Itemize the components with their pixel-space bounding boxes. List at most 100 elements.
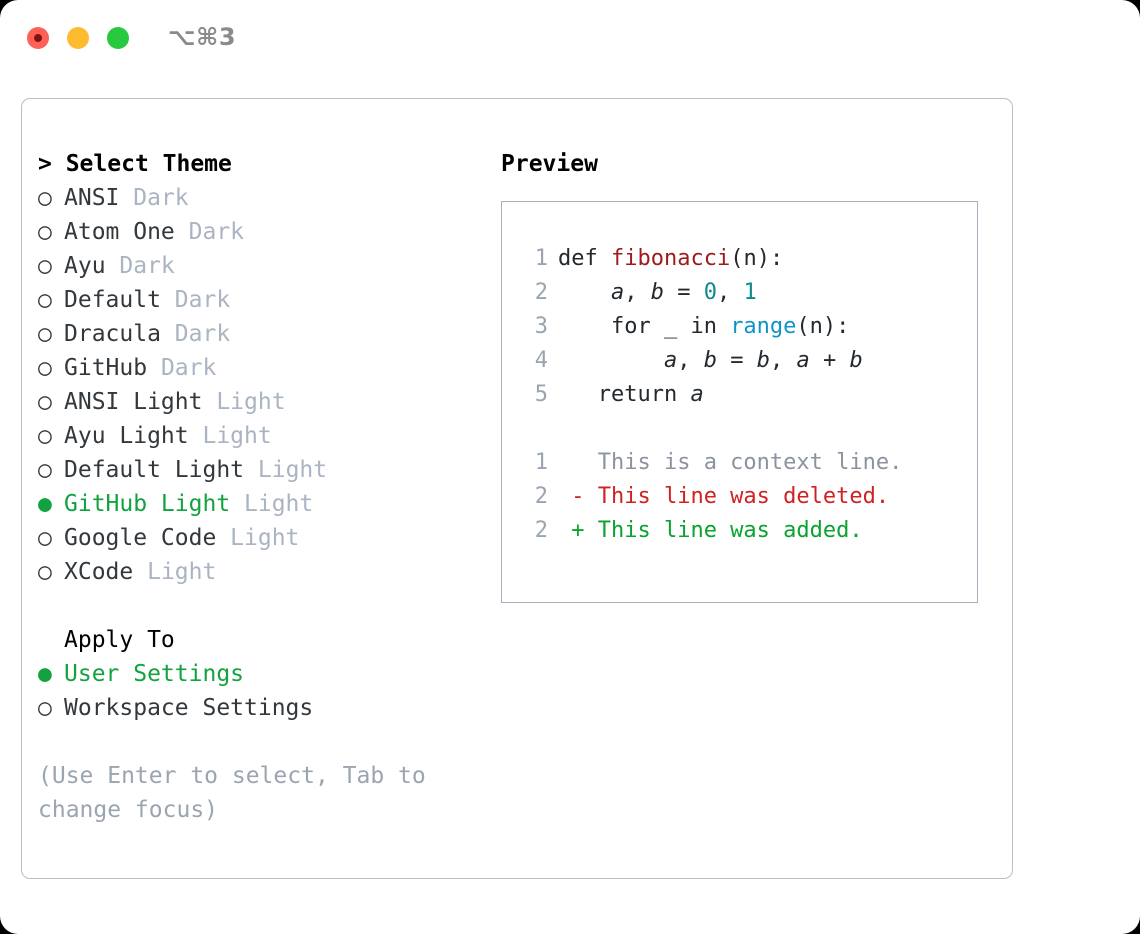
apply-to-heading: Apply To <box>64 627 175 653</box>
caret-prompt-icon: > <box>38 151 66 177</box>
theme-option-ansi[interactable]: ○ANSI Dark <box>38 181 478 215</box>
code-token-fn: fibonacci <box>610 246 731 271</box>
radio-unselected-icon: ○ <box>38 695 52 721</box>
theme-option-label: Dracula <box>64 321 175 347</box>
theme-option-label: ANSI <box>64 185 134 211</box>
theme-option-ayu-light[interactable]: ○ Ayu Light Light <box>38 419 478 453</box>
theme-option-ayu[interactable]: ○ Ayu Dark <box>38 249 478 283</box>
list-spacer <box>38 589 478 623</box>
code-token-plain: , <box>716 280 744 305</box>
radio-selected-icon: ● <box>38 491 52 517</box>
code-token-plain: , <box>677 348 704 373</box>
theme-option-label: Ayu Light <box>64 423 203 449</box>
theme-option-tag: Light <box>230 525 300 551</box>
diff-line-added: 2 + This line was added. <box>520 514 977 548</box>
code-token-var: a <box>610 280 625 305</box>
code-token-plain <box>558 348 664 373</box>
diff-line-content: This is a context line. <box>558 450 903 475</box>
code-line: 5 return a <box>520 378 977 412</box>
code-token-num: 0 <box>703 280 717 305</box>
code-sample: 1 def fibonacci(n):2 a, b = 0, 1 3 for _ i… <box>520 242 977 412</box>
code-token-plain: (n): <box>730 246 784 271</box>
line-number: 4 <box>534 348 548 373</box>
diff-line-deleted: 2 - This line was deleted. <box>520 480 977 514</box>
code-token-plain: , <box>769 348 797 373</box>
radio-unselected-icon: ○ <box>38 389 52 415</box>
keyboard-shortcut-label: ⌥⌘3 <box>168 23 237 51</box>
code-token-plain: , <box>624 280 651 305</box>
page-title: > Select Theme <box>38 147 478 181</box>
theme-option-label: Ayu <box>64 253 120 279</box>
theme-option-github-light[interactable]: ●GitHub Light Light <box>38 487 478 521</box>
code-token-var: a <box>663 348 678 373</box>
close-window-button[interactable] <box>27 27 49 49</box>
radio-unselected-icon: ○ <box>38 253 52 279</box>
theme-option-tag: Dark <box>160 355 217 381</box>
code-token-var: b <box>849 348 863 373</box>
code-line-content: return a <box>548 382 704 407</box>
theme-option-tag: Dark <box>188 219 245 245</box>
radio-unselected-icon: ○ <box>38 287 52 313</box>
code-token-var: a <box>690 382 704 407</box>
theme-option-github[interactable]: ○GitHub Dark <box>38 351 478 385</box>
theme-option-tag: Light <box>216 389 286 415</box>
radio-unselected-icon: ○ <box>38 423 52 449</box>
code-line: 3 for _ in range(n): <box>520 310 977 344</box>
maximize-window-button[interactable] <box>107 27 129 49</box>
code-line-content: def fibonacci(n): <box>548 246 783 271</box>
line-number: 2 <box>534 280 548 305</box>
theme-option-google-code[interactable]: ○ Google Code Light <box>38 521 478 555</box>
theme-option-label: Default <box>64 287 175 313</box>
code-token-plain: (n): <box>796 314 850 339</box>
theme-option-xcode[interactable]: ○XCode Light <box>38 555 478 589</box>
apply-to-option-user-settings[interactable]: ● User Settings <box>38 657 478 691</box>
code-line-content: a, b = 0, 1 <box>548 280 757 305</box>
radio-unselected-icon: ○ <box>38 525 52 551</box>
code-token-var: a <box>796 348 810 373</box>
apply-to-list: ● User Settings ○Workspace Settings <box>38 657 478 725</box>
radio-unselected-icon: ○ <box>38 457 52 483</box>
theme-option-label: GitHub Light <box>64 491 245 517</box>
theme-option-default-light[interactable]: ○ Default Light Light <box>38 453 478 487</box>
theme-option-label: Google Code <box>64 525 231 551</box>
theme-option-ansi-light[interactable]: ○ANSI Light Light <box>38 385 478 419</box>
apply-to-option-workspace-settings[interactable]: ○Workspace Settings <box>38 691 478 725</box>
theme-option-atom-one[interactable]: ○Atom One Dark <box>38 215 478 249</box>
code-token-plain: = <box>716 348 757 373</box>
close-icon <box>34 34 42 42</box>
theme-option-dracula[interactable]: ○Dracula Dark <box>38 317 478 351</box>
theme-option-tag: Dark <box>119 253 175 279</box>
theme-option-default[interactable]: ○ Default Dark <box>38 283 478 317</box>
minimize-window-button[interactable] <box>67 27 89 49</box>
code-token-plain <box>558 280 611 305</box>
keyboard-hint-text: (Use Enter to select, Tab to change focu… <box>38 763 440 823</box>
preview-heading: Preview <box>501 151 598 177</box>
radio-unselected-icon: ○ <box>38 185 52 211</box>
diff-line-context: 1 This is a context line. <box>520 446 977 480</box>
theme-option-tag: Light <box>202 423 272 449</box>
theme-picker-column: > Select Theme ○ANSI Dark○Atom One Dark○… <box>38 147 478 827</box>
diff-line-content: - This line was deleted. <box>558 484 890 509</box>
line-number: 3 <box>534 314 548 339</box>
theme-option-label: GitHub <box>64 355 161 381</box>
theme-option-label: Default Light <box>64 457 258 483</box>
section-title-label: Select Theme <box>65 151 232 177</box>
theme-option-tag: Dark <box>174 287 231 313</box>
line-number: 5 <box>534 382 548 407</box>
code-token-num: 1 <box>743 280 757 305</box>
line-number: 2 <box>534 484 548 509</box>
radio-unselected-icon: ○ <box>38 559 52 585</box>
code-line: 4 a, b = b, a + b <box>520 344 977 378</box>
code-token-var: b <box>650 280 664 305</box>
radio-selected-icon: ● <box>38 661 52 687</box>
apply-to-option-label: User Settings <box>64 661 245 687</box>
code-line-content: a, b = b, a + b <box>548 348 863 373</box>
theme-option-label: Atom One <box>64 219 189 245</box>
theme-option-tag: Light <box>257 457 328 483</box>
code-token-var: b <box>703 348 717 373</box>
line-number: 2 <box>534 518 548 543</box>
main-panel: > Select Theme ○ANSI Dark○Atom One Dark○… <box>21 98 1013 879</box>
code-token-call: range <box>730 314 797 339</box>
